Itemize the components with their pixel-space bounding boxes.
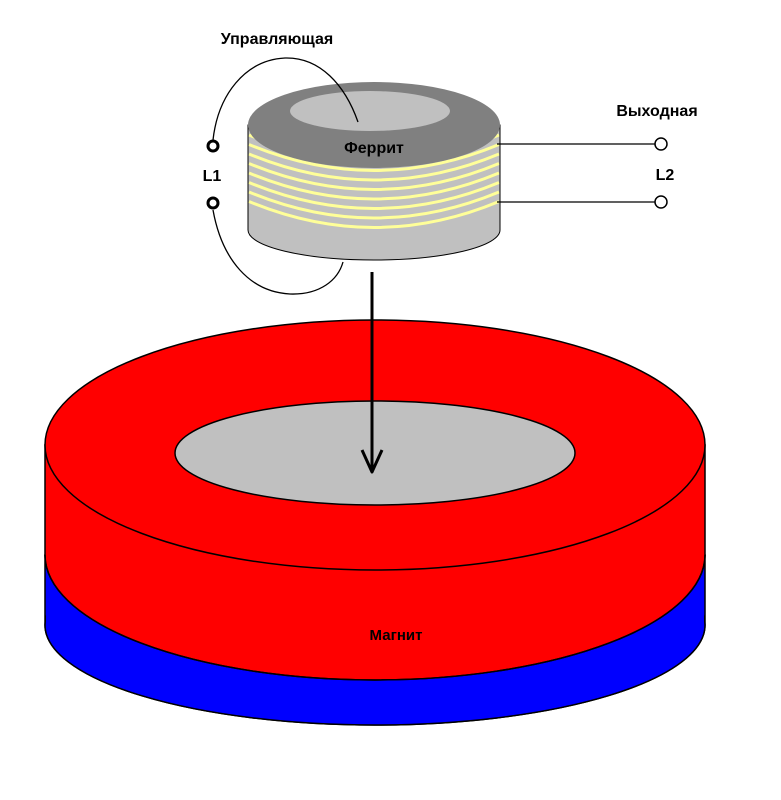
output-winding-label: Выходная — [616, 103, 697, 120]
l1-terminal-top[interactable] — [206, 139, 220, 153]
control-winding-l1: L1 Управляющая — [203, 31, 359, 295]
magnet-hole — [174, 400, 576, 506]
arrow-head-icon — [360, 449, 384, 474]
l1-terminal-bottom[interactable] — [206, 196, 220, 210]
winding-turn — [248, 143, 500, 172]
l2-label: L2 — [656, 167, 675, 184]
ferrite-core: Феррит — [247, 82, 501, 261]
l1-label: L1 — [203, 168, 222, 185]
l1-wire-top — [212, 57, 359, 141]
l2-terminal-top[interactable] — [654, 137, 668, 151]
direction-arrow — [360, 272, 384, 474]
ferrite-hole — [290, 91, 450, 131]
winding-turn — [248, 152, 500, 182]
control-winding-label: Управляющая — [221, 31, 333, 48]
magnet: Магнит — [44, 319, 706, 726]
magnet-label: Магнит — [370, 627, 423, 644]
output-winding-l2: L2 Выходная — [497, 103, 698, 209]
winding-turn — [248, 181, 500, 210]
l1-wire-bottom — [212, 209, 344, 295]
l2-terminal-bottom[interactable] — [654, 195, 668, 209]
ferrite-label: Феррит — [344, 140, 404, 157]
winding-turn — [248, 190, 500, 220]
winding-turn — [248, 200, 500, 229]
winding-turn — [248, 162, 500, 191]
winding-turn — [248, 171, 500, 201]
